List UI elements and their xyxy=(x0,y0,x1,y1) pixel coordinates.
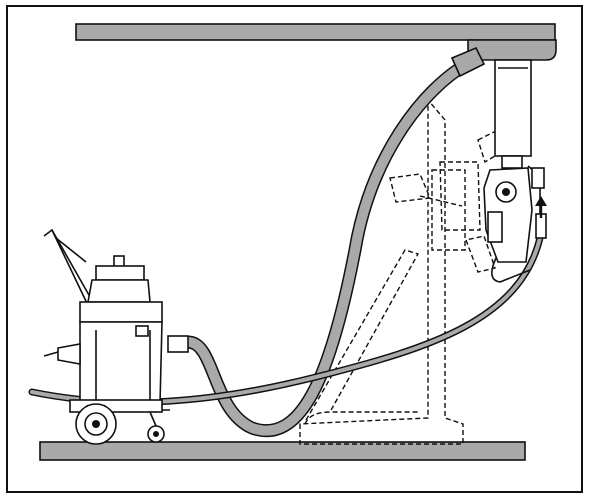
vacuum-unit-icon xyxy=(43,255,165,445)
ceiling-slab-icon xyxy=(75,23,556,41)
core-drill-motor-icon xyxy=(483,155,547,283)
figure-frame xyxy=(6,5,583,493)
drill-stand-dashed-icon xyxy=(299,98,506,445)
vacuum-hose-icon xyxy=(167,46,486,438)
floor-slab-icon xyxy=(39,441,526,461)
flow-arrow-icon xyxy=(535,196,547,218)
